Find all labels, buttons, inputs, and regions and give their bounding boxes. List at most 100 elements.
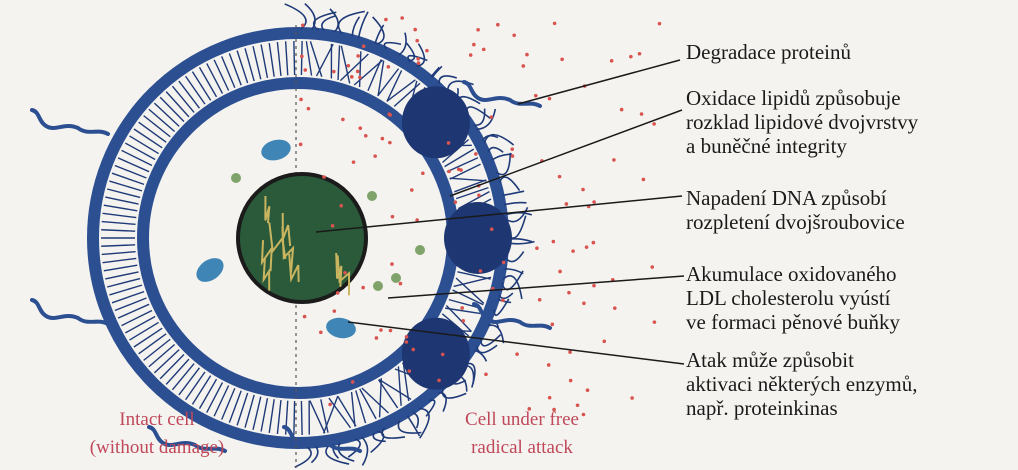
free-radical-dot <box>454 200 458 204</box>
free-radical-dot <box>582 301 586 305</box>
free-radical-dot <box>558 270 562 274</box>
free-radical-dot <box>592 284 596 288</box>
protein-right <box>444 202 512 274</box>
frayed-lipid <box>488 148 503 153</box>
ldl-particle <box>231 173 241 183</box>
free-radical-dot <box>333 309 337 313</box>
lipid-tail <box>207 63 223 93</box>
lipid-tail <box>166 92 189 117</box>
label-line: a buněčné integrity <box>686 134 918 158</box>
lipid-tail <box>105 272 138 279</box>
organelle <box>192 253 228 287</box>
free-radical-dot <box>301 23 305 27</box>
lipid-tail <box>294 41 295 75</box>
free-radical-dot <box>307 107 311 111</box>
free-radical-dot <box>417 61 421 65</box>
frayed-lipid <box>439 76 457 84</box>
free-radical-dot <box>437 379 441 383</box>
free-radical-dot <box>413 28 417 32</box>
free-radical-dot <box>303 68 307 72</box>
lipid-tail <box>104 265 138 271</box>
free-radical-dot <box>490 227 494 231</box>
free-radical-dot <box>388 113 392 117</box>
lipid-tail <box>253 46 261 79</box>
free-radical-dot <box>405 340 409 344</box>
free-radical-dot <box>567 291 571 295</box>
free-radical-dot <box>299 143 303 147</box>
lipid-tail <box>104 205 138 211</box>
free-radical-dot <box>351 380 355 384</box>
free-radical-dot <box>472 43 476 47</box>
organelle <box>259 136 293 163</box>
free-radical-dot <box>322 175 326 179</box>
lipid-tail <box>294 401 295 435</box>
free-radical-dot <box>461 319 465 323</box>
free-radical-dot <box>548 396 552 400</box>
free-radical-dot <box>469 53 473 57</box>
free-radical-dot <box>521 64 525 68</box>
frayed-lipid <box>505 269 524 274</box>
label-line: ve formaci pěnové buňky <box>686 310 900 334</box>
free-radical-dot <box>568 350 572 354</box>
frayed-lipid <box>432 66 442 77</box>
lipid-tail <box>105 197 138 204</box>
free-radical-dot <box>650 265 654 269</box>
lipid-tail <box>139 122 167 142</box>
free-radical-dot <box>569 379 573 383</box>
free-radical-dot <box>457 167 461 171</box>
free-radical-dot <box>405 335 409 339</box>
free-radical-dot <box>407 369 411 373</box>
free-radical-dot <box>415 39 419 43</box>
caption-attacked-cell: Cell under free radical attack <box>412 406 632 462</box>
free-radical-dot <box>585 245 589 249</box>
free-radical-dot <box>511 154 515 158</box>
free-radical-dot <box>425 49 429 53</box>
lipid-tail <box>172 364 194 390</box>
lipid-tail <box>149 345 175 367</box>
free-radical-dot <box>332 70 336 74</box>
lipid-tail <box>103 258 137 262</box>
free-radical-dot <box>501 299 505 303</box>
free-radical-dot <box>638 52 642 56</box>
free-radical-dot <box>421 171 425 175</box>
lipid-tail <box>129 136 158 154</box>
label-line: např. proteinkinas <box>686 396 917 420</box>
label-dna-attack: Napadení DNA způsobí rozpletení dvojšrou… <box>686 186 905 234</box>
ldl-particle <box>373 281 383 291</box>
free-radical-dot <box>477 193 481 197</box>
lipid-tail <box>101 230 135 231</box>
free-radical-dot <box>510 147 514 151</box>
ldl-particle <box>367 191 377 201</box>
label-line: Napadení DNA způsobí <box>686 186 905 210</box>
free-radical-dot <box>391 215 395 219</box>
free-radical-dot <box>630 396 634 400</box>
lipid-tail <box>122 150 152 165</box>
lipid-tail <box>154 103 179 126</box>
free-radical-dot <box>640 112 644 116</box>
free-radical-dot <box>361 286 365 290</box>
free-radical-dot <box>612 158 616 162</box>
lipid-tail <box>338 45 339 80</box>
lipid-tail <box>269 43 274 77</box>
frayed-lipid <box>295 447 311 467</box>
label-protein-degradation: Degradace proteinů <box>686 40 851 64</box>
caption-line: (without damage) <box>42 434 272 462</box>
free-radical-dot <box>388 141 392 145</box>
free-radical-dot <box>356 54 360 58</box>
lipid-tail <box>139 334 167 354</box>
protein-top-left <box>402 318 470 390</box>
lipid-tail <box>200 67 217 96</box>
free-radical-dot <box>489 115 493 119</box>
lipid-tail <box>306 41 311 75</box>
label-line: Oxidace lipidů způsobuje <box>686 86 918 110</box>
lipid-tail <box>125 143 155 159</box>
lipid-tail <box>144 339 171 360</box>
frayed-lipid <box>504 203 526 205</box>
free-radical-dot <box>399 282 403 286</box>
lipid-tail <box>129 322 158 340</box>
lipid-tail <box>134 328 162 347</box>
frayed-lipid <box>503 191 524 195</box>
label-line: rozpletení dvojšroubovice <box>686 210 905 234</box>
free-radical-dot <box>552 240 556 244</box>
lipid-tail <box>154 350 179 373</box>
